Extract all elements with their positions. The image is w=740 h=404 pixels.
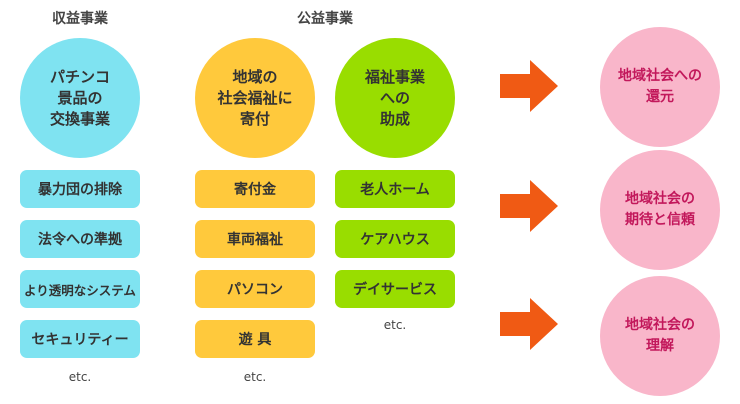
revenue-heading: 収益事業: [52, 11, 108, 27]
circle-line: への: [379, 88, 410, 107]
donation-item-pc: パソコン: [195, 270, 315, 308]
circle-line: 景品の: [57, 88, 103, 107]
result-line: 地域社会への: [618, 68, 702, 84]
result-line: 期待と信頼: [625, 212, 695, 228]
revenue-item-compliance: 法令への準拠: [20, 220, 140, 258]
donation-item-money: 寄付金: [195, 170, 315, 208]
circle-line: 福祉事業: [364, 67, 425, 86]
right-arrow-icon: [500, 60, 558, 112]
circle-line: 寄付: [239, 109, 270, 128]
result-line: 理解: [646, 338, 674, 354]
circle-line: 社会福祉に: [217, 88, 293, 107]
community-trust-circle: 地域社会の 期待と信頼: [600, 150, 720, 270]
revenue-item-antigang: 暴力団の排除: [20, 170, 140, 208]
donation-item-vehicle: 車両福祉: [195, 220, 315, 258]
welfare-subsidy-circle: 福祉事業 への 助成: [335, 38, 455, 158]
right-arrow-icon: [500, 180, 558, 232]
community-return-circle: 地域社会への 還元: [600, 27, 720, 147]
etc-label: etc.: [68, 370, 92, 384]
result-line: 還元: [646, 89, 674, 105]
circle-line: 地域の: [232, 67, 278, 86]
community-understanding-circle: 地域社会の 理解: [600, 276, 720, 396]
result-line: 地域社会の: [625, 191, 695, 207]
revenue-item-security: セキュリティー: [20, 320, 140, 358]
welfare-item-day-service: デイサービス: [335, 270, 455, 308]
public-interest-heading: 公益事業: [297, 11, 353, 27]
pachinko-exchange-circle: パチンコ 景品の 交換事業: [20, 38, 140, 158]
etc-label: etc.: [383, 318, 407, 332]
revenue-item-transparency: より透明なシステム: [20, 270, 140, 308]
result-line: 地域社会の: [625, 317, 695, 333]
welfare-item-nursing-home: 老人ホーム: [335, 170, 455, 208]
right-arrow-icon: [500, 298, 558, 350]
etc-label: etc.: [243, 370, 267, 384]
circle-line: 助成: [379, 109, 410, 128]
donation-item-playground: 遊 具: [195, 320, 315, 358]
circle-line: パチンコ: [49, 67, 110, 86]
welfare-donation-circle: 地域の 社会福祉に 寄付: [195, 38, 315, 158]
circle-line: 交換事業: [49, 109, 110, 128]
welfare-item-care-house: ケアハウス: [335, 220, 455, 258]
